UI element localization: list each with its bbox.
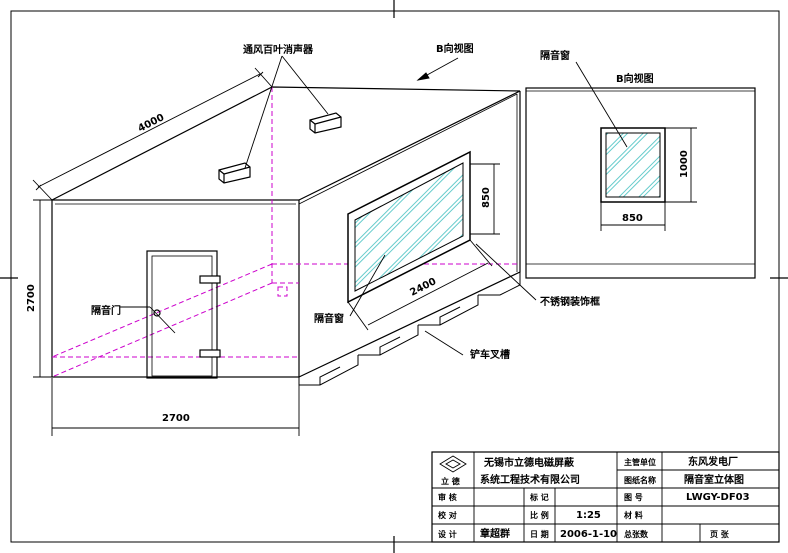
dim-width: 2700 <box>162 413 190 424</box>
window-front-label: 隔音窗 <box>314 312 344 325</box>
forklift-label: 铲车叉槽 <box>470 348 510 361</box>
company-line1: 无锡市立德电磁屏蔽 <box>483 456 575 469</box>
dim-window-w: 2400 <box>408 276 438 298</box>
scale-value: 1:25 <box>576 510 601 521</box>
vent-2 <box>218 162 251 184</box>
frame-label: 不锈钢装饰框 <box>540 295 600 308</box>
sound-door <box>146 250 221 379</box>
dim-height: 2700 <box>26 284 37 312</box>
designer-name: 章超群 <box>480 527 510 540</box>
title-block: 立 德 无锡市立德电磁屏蔽 系统工程技术有限公司 主管单位 东风发电厂 图纸名称… <box>431 451 780 543</box>
window-top-label: 隔音窗 <box>540 49 570 62</box>
silencer-label: 通风百叶消声器 <box>243 43 314 56</box>
svg-text:校 对: 校 对 <box>438 510 457 520</box>
svg-text:标 记: 标 记 <box>529 492 549 502</box>
svg-text:主管单位: 主管单位 <box>624 457 656 467</box>
svg-text:比 例: 比 例 <box>530 510 549 520</box>
company-line2: 系统工程技术有限公司 <box>480 473 580 486</box>
b-view-arrow-label: B向视图 <box>436 42 474 55</box>
diagram-labels: 通风百叶消声器 B向视图 隔音窗 B向视图 隔音门 隔音窗 不锈钢装饰框 铲车叉… <box>91 42 654 361</box>
svg-text:日 期: 日 期 <box>530 529 549 539</box>
dim-window-h: 850 <box>481 187 492 208</box>
door-label: 隔音门 <box>91 304 121 317</box>
top-face <box>51 86 521 201</box>
svg-text:设 计: 设 计 <box>438 529 457 539</box>
drawing-name: 隔音室立体图 <box>684 473 744 486</box>
dim-length: 4000 <box>136 112 166 134</box>
drawing-number: LWGY-DF03 <box>686 492 750 503</box>
dim-side-h: 1000 <box>679 150 690 178</box>
svg-text:页 张: 页 张 <box>710 530 730 539</box>
company-logo <box>439 455 467 473</box>
window-front <box>347 150 471 304</box>
svg-text:审 核: 审 核 <box>438 492 457 502</box>
svg-text:图 号: 图 号 <box>624 493 643 502</box>
dim-side-w: 850 <box>622 213 643 224</box>
dimension-lines <box>32 67 697 436</box>
svg-text:立 德: 立 德 <box>441 476 460 486</box>
b-view-title: B向视图 <box>616 72 654 85</box>
door-handle-icon <box>153 309 161 317</box>
svg-text:总张数: 总张数 <box>624 529 649 539</box>
svg-text:材 料: 材 料 <box>624 510 643 520</box>
front-face <box>51 199 300 378</box>
silencer-vents <box>218 112 342 184</box>
client-name: 东风发电厂 <box>688 455 738 468</box>
date-value: 2006-1-10 <box>560 529 617 540</box>
svg-text:图纸名称: 图纸名称 <box>624 475 656 485</box>
vent-1 <box>309 112 342 134</box>
leader-lines <box>120 55 628 356</box>
b-view <box>525 87 756 279</box>
